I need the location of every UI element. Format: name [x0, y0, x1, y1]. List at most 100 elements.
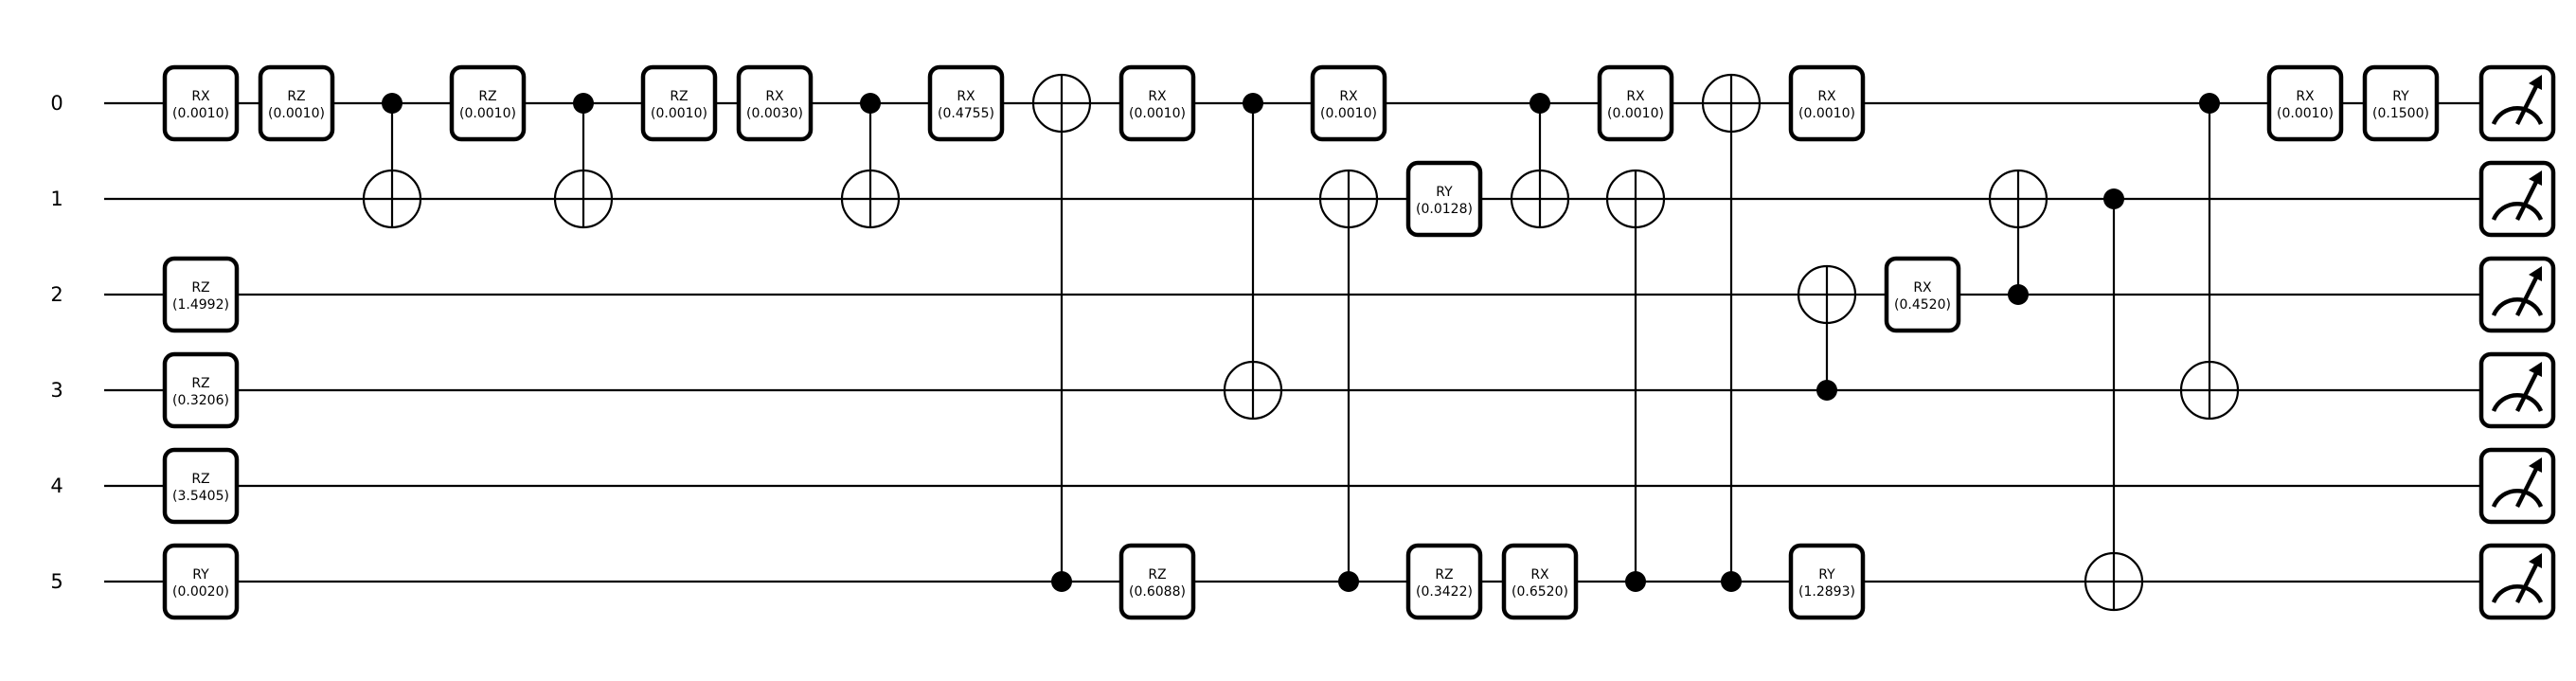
gate-param: (0.3422): [1416, 584, 1473, 600]
cnot-gate: [2084, 188, 2144, 612]
rotation-gate: RZ (0.3206): [162, 351, 240, 429]
gate-box: [1501, 543, 1579, 620]
rotation-gate: RX (0.0010): [1788, 64, 1866, 142]
measure-icon: [2478, 256, 2556, 333]
cnot-gate: [1223, 93, 1283, 421]
rotation-gate: RX (0.6520): [1501, 543, 1579, 620]
gate-name: RY: [1818, 567, 1835, 582]
rotation-gate: RZ (0.0010): [640, 64, 718, 142]
gate-param: (0.6088): [1129, 584, 1186, 600]
meter-arc: [2491, 106, 2544, 125]
meter-needle: [2514, 367, 2541, 413]
rotation-gate: RX (0.0030): [736, 64, 814, 142]
gate-box: [258, 64, 335, 142]
gate-param: (0.6520): [1512, 584, 1568, 600]
gate-name: RZ: [670, 89, 688, 104]
gate-name: RX: [957, 89, 975, 104]
gate-box: [1884, 256, 1961, 333]
control-dot: [2199, 93, 2220, 114]
gate-param: (0.3206): [172, 393, 229, 408]
meter-needle: [2514, 81, 2541, 126]
control-dot: [382, 93, 402, 114]
gate-box: [2362, 64, 2440, 142]
gate-param: (0.0010): [1320, 106, 1377, 121]
gate-name: RX: [191, 89, 210, 104]
meter-arrowhead: [2529, 457, 2542, 473]
gate-param: (3.5405): [172, 489, 229, 504]
gate-name: RX: [1339, 89, 1358, 104]
gate-name: RX: [1530, 567, 1549, 582]
control-dot: [2008, 284, 2029, 305]
meter-arc: [2491, 584, 2544, 603]
meter-arc: [2491, 297, 2544, 316]
rotation-gate: RX (0.0010): [1597, 64, 1674, 142]
rotation-gate: RX(0.4755): [927, 64, 1005, 142]
meter-arrowhead: [2529, 170, 2542, 186]
gate-param: (0.0010): [268, 106, 325, 121]
gate-name: RZ: [191, 376, 209, 391]
gate-param: (1.4992): [172, 297, 229, 313]
gate-param: (1.2893): [1798, 584, 1855, 600]
gate-name: RZ: [287, 89, 305, 104]
rotation-gate: RX (0.0010): [1118, 64, 1196, 142]
gate-name: RY: [192, 567, 209, 582]
wire-label: 5: [50, 570, 63, 593]
gate-box: [1118, 64, 1196, 142]
control-dot: [1051, 571, 1072, 592]
meter-arc: [2491, 489, 2544, 508]
rotation-gate: RY(0.1500): [2362, 64, 2440, 142]
gate-name: RX: [1817, 89, 1836, 104]
rotation-gate: RY(0.0128): [1405, 160, 1483, 238]
gate-box: [162, 543, 240, 620]
control-dot: [1338, 571, 1359, 592]
gate-box: [162, 351, 240, 429]
measure-box: [2478, 256, 2556, 333]
wire-label: 0: [50, 92, 63, 115]
cnot-gate: [2179, 93, 2240, 421]
measure-icon: [2478, 64, 2556, 142]
gate-box: [162, 64, 240, 142]
gate-param: (0.0010): [651, 106, 707, 121]
measure-icon: [2478, 351, 2556, 429]
control-dot: [1721, 571, 1742, 592]
meter-arrowhead: [2529, 553, 2542, 568]
measure-box: [2478, 160, 2556, 238]
gate-box: [1788, 543, 1866, 620]
meter-needle: [2514, 272, 2541, 317]
gate-box: [1118, 543, 1196, 620]
wire-label: 1: [50, 188, 63, 210]
control-dot: [1530, 93, 1550, 114]
rotation-gate: RX(0.4520): [1884, 256, 1961, 333]
gate-name: RX: [1626, 89, 1645, 104]
gate-box: [2266, 64, 2344, 142]
cnot-gate: [1318, 169, 1379, 592]
measure-box: [2478, 543, 2556, 620]
gate-name: RZ: [191, 472, 209, 487]
gate-box: [1310, 64, 1387, 142]
cnot-gate: [1701, 73, 1762, 592]
control-dot: [1816, 380, 1837, 401]
rotation-gate: RY (0.0020): [162, 543, 240, 620]
gate-box: [927, 64, 1005, 142]
gate-box: [736, 64, 814, 142]
gate-param: (0.1500): [2372, 106, 2429, 121]
gate-box: [1405, 160, 1483, 238]
rotation-gate: RZ (0.0010): [258, 64, 335, 142]
gate-name: RX: [765, 89, 784, 104]
gate-name: RZ: [1148, 567, 1166, 582]
gate-param: (0.0010): [1798, 106, 1855, 121]
meter-arc: [2491, 202, 2544, 221]
meter-needle: [2514, 176, 2541, 222]
gate-param: (0.0010): [1607, 106, 1664, 121]
meter-arc: [2491, 393, 2544, 412]
gate-name: RX: [1148, 89, 1167, 104]
control-dot: [573, 93, 594, 114]
gate-param: (0.0030): [746, 106, 803, 121]
gate-param: (0.0010): [1129, 106, 1186, 121]
gate-name: RX: [2296, 89, 2315, 104]
rotation-gate: RZ (0.6088): [1118, 543, 1196, 620]
gate-param: (0.0020): [172, 584, 229, 600]
gate-name: RZ: [1435, 567, 1453, 582]
measure-box: [2478, 447, 2556, 525]
